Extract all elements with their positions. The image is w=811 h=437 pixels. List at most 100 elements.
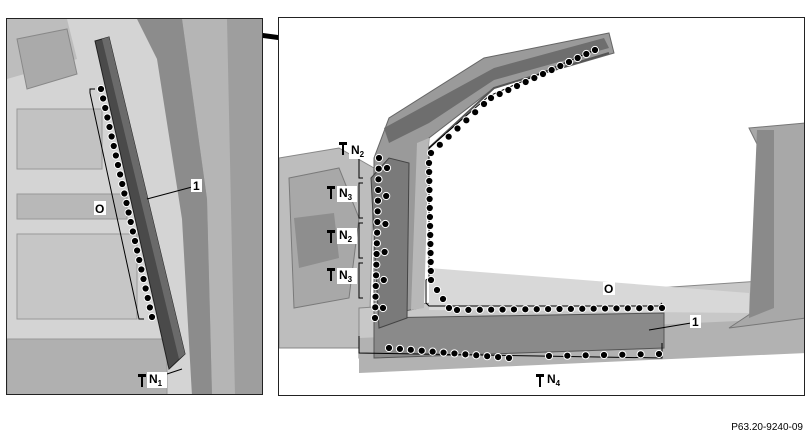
weld-point xyxy=(599,350,609,360)
weld-point xyxy=(425,203,434,213)
weld-point xyxy=(373,228,382,237)
callout-subscript: 1 xyxy=(158,379,163,388)
weld-point xyxy=(439,348,448,357)
weld-point xyxy=(374,185,383,195)
callout-part-1: 1 xyxy=(191,179,202,193)
weld-point xyxy=(590,45,600,55)
svg-text:N3: N3 xyxy=(339,268,353,284)
svg-text:N3: N3 xyxy=(339,186,353,202)
weld-point xyxy=(581,351,590,360)
weld-point xyxy=(512,81,522,91)
weld-point xyxy=(373,207,382,216)
weld-point xyxy=(107,132,116,141)
weld-point xyxy=(566,304,575,313)
weld-point xyxy=(373,217,382,227)
weld-point xyxy=(573,53,582,63)
svg-text:N2: N2 xyxy=(351,143,365,159)
weld-point xyxy=(113,160,123,170)
callout-fastener-n4: N4 xyxy=(545,372,565,388)
svg-text:N4: N4 xyxy=(547,372,561,388)
weld-point xyxy=(495,89,504,99)
screw-icon xyxy=(327,230,335,243)
callout-label: O xyxy=(95,202,104,216)
weld-point xyxy=(425,167,434,177)
weld-point xyxy=(374,153,384,163)
weld-point xyxy=(425,176,434,186)
callout-label: N xyxy=(339,268,348,282)
weld-point xyxy=(425,194,434,204)
callout-label: N xyxy=(339,186,348,200)
weld-point xyxy=(538,69,548,79)
weld-point xyxy=(589,304,598,313)
weld-point xyxy=(646,304,655,313)
screw-icon xyxy=(138,374,146,387)
weld-point xyxy=(486,93,496,103)
weld-point xyxy=(479,99,489,109)
weld-point xyxy=(425,185,434,195)
weld-point xyxy=(654,349,664,359)
weld-point xyxy=(382,163,392,173)
weld-point xyxy=(374,164,383,173)
weld-point xyxy=(509,305,519,314)
weld-point xyxy=(657,303,667,313)
callout-label: N xyxy=(351,143,360,157)
weld-point xyxy=(530,73,539,83)
weld-point xyxy=(137,265,146,274)
callout-label: 1 xyxy=(193,179,200,193)
weld-point xyxy=(384,343,394,353)
weld-point xyxy=(426,148,436,158)
weld-point xyxy=(417,346,426,355)
callout-fastener-n2b: N2 xyxy=(337,228,357,244)
weld-point xyxy=(111,151,120,160)
weld-point xyxy=(452,305,462,315)
weld-point xyxy=(379,275,388,285)
weld-point xyxy=(133,246,142,255)
svg-text:N1: N1 xyxy=(149,372,163,388)
weld-point xyxy=(426,275,436,285)
callout-subscript: 2 xyxy=(348,235,353,244)
weld-point xyxy=(504,353,514,363)
weld-point xyxy=(126,217,135,227)
weld-point xyxy=(426,257,435,267)
weld-point xyxy=(612,304,621,313)
weld-point xyxy=(139,274,148,284)
weld-point xyxy=(424,158,434,168)
weld-point xyxy=(564,57,574,67)
weld-point xyxy=(382,191,391,201)
weld-point xyxy=(101,103,110,113)
weld-point xyxy=(145,303,154,312)
callout-subscript: 3 xyxy=(348,275,353,284)
weld-point xyxy=(371,303,380,312)
weld-point xyxy=(135,255,144,265)
callout-part-1: 1 xyxy=(690,315,701,329)
weld-point xyxy=(425,221,435,231)
right-view-illustration: 1 O N2 N3 N2 N3 N4 xyxy=(279,32,804,388)
weld-point xyxy=(582,49,591,59)
weld-point xyxy=(475,305,484,314)
weld-point xyxy=(438,294,448,304)
weld-point xyxy=(109,141,118,151)
weld-point xyxy=(426,248,435,258)
weld-point xyxy=(120,189,129,198)
weld-point xyxy=(426,266,435,276)
weld-point xyxy=(425,212,435,222)
weld-point xyxy=(487,305,496,314)
callout-subscript: 3 xyxy=(348,193,353,202)
weld-point xyxy=(450,349,459,358)
weld-point xyxy=(99,94,108,103)
weld-point xyxy=(116,170,125,179)
screw-icon xyxy=(327,186,335,199)
weld-point xyxy=(372,239,381,248)
weld-point xyxy=(371,281,380,291)
weld-point xyxy=(105,122,114,132)
weld-point xyxy=(372,260,381,269)
weld-point xyxy=(444,303,454,313)
callout-label: N xyxy=(339,228,348,242)
weld-point xyxy=(453,124,462,133)
weld-point xyxy=(521,77,530,87)
weld-point xyxy=(124,208,133,217)
weld-point xyxy=(147,312,157,322)
left-view-illustration: 1 O N1 xyxy=(7,19,262,394)
weld-point xyxy=(395,344,405,354)
weld-point xyxy=(406,345,415,354)
